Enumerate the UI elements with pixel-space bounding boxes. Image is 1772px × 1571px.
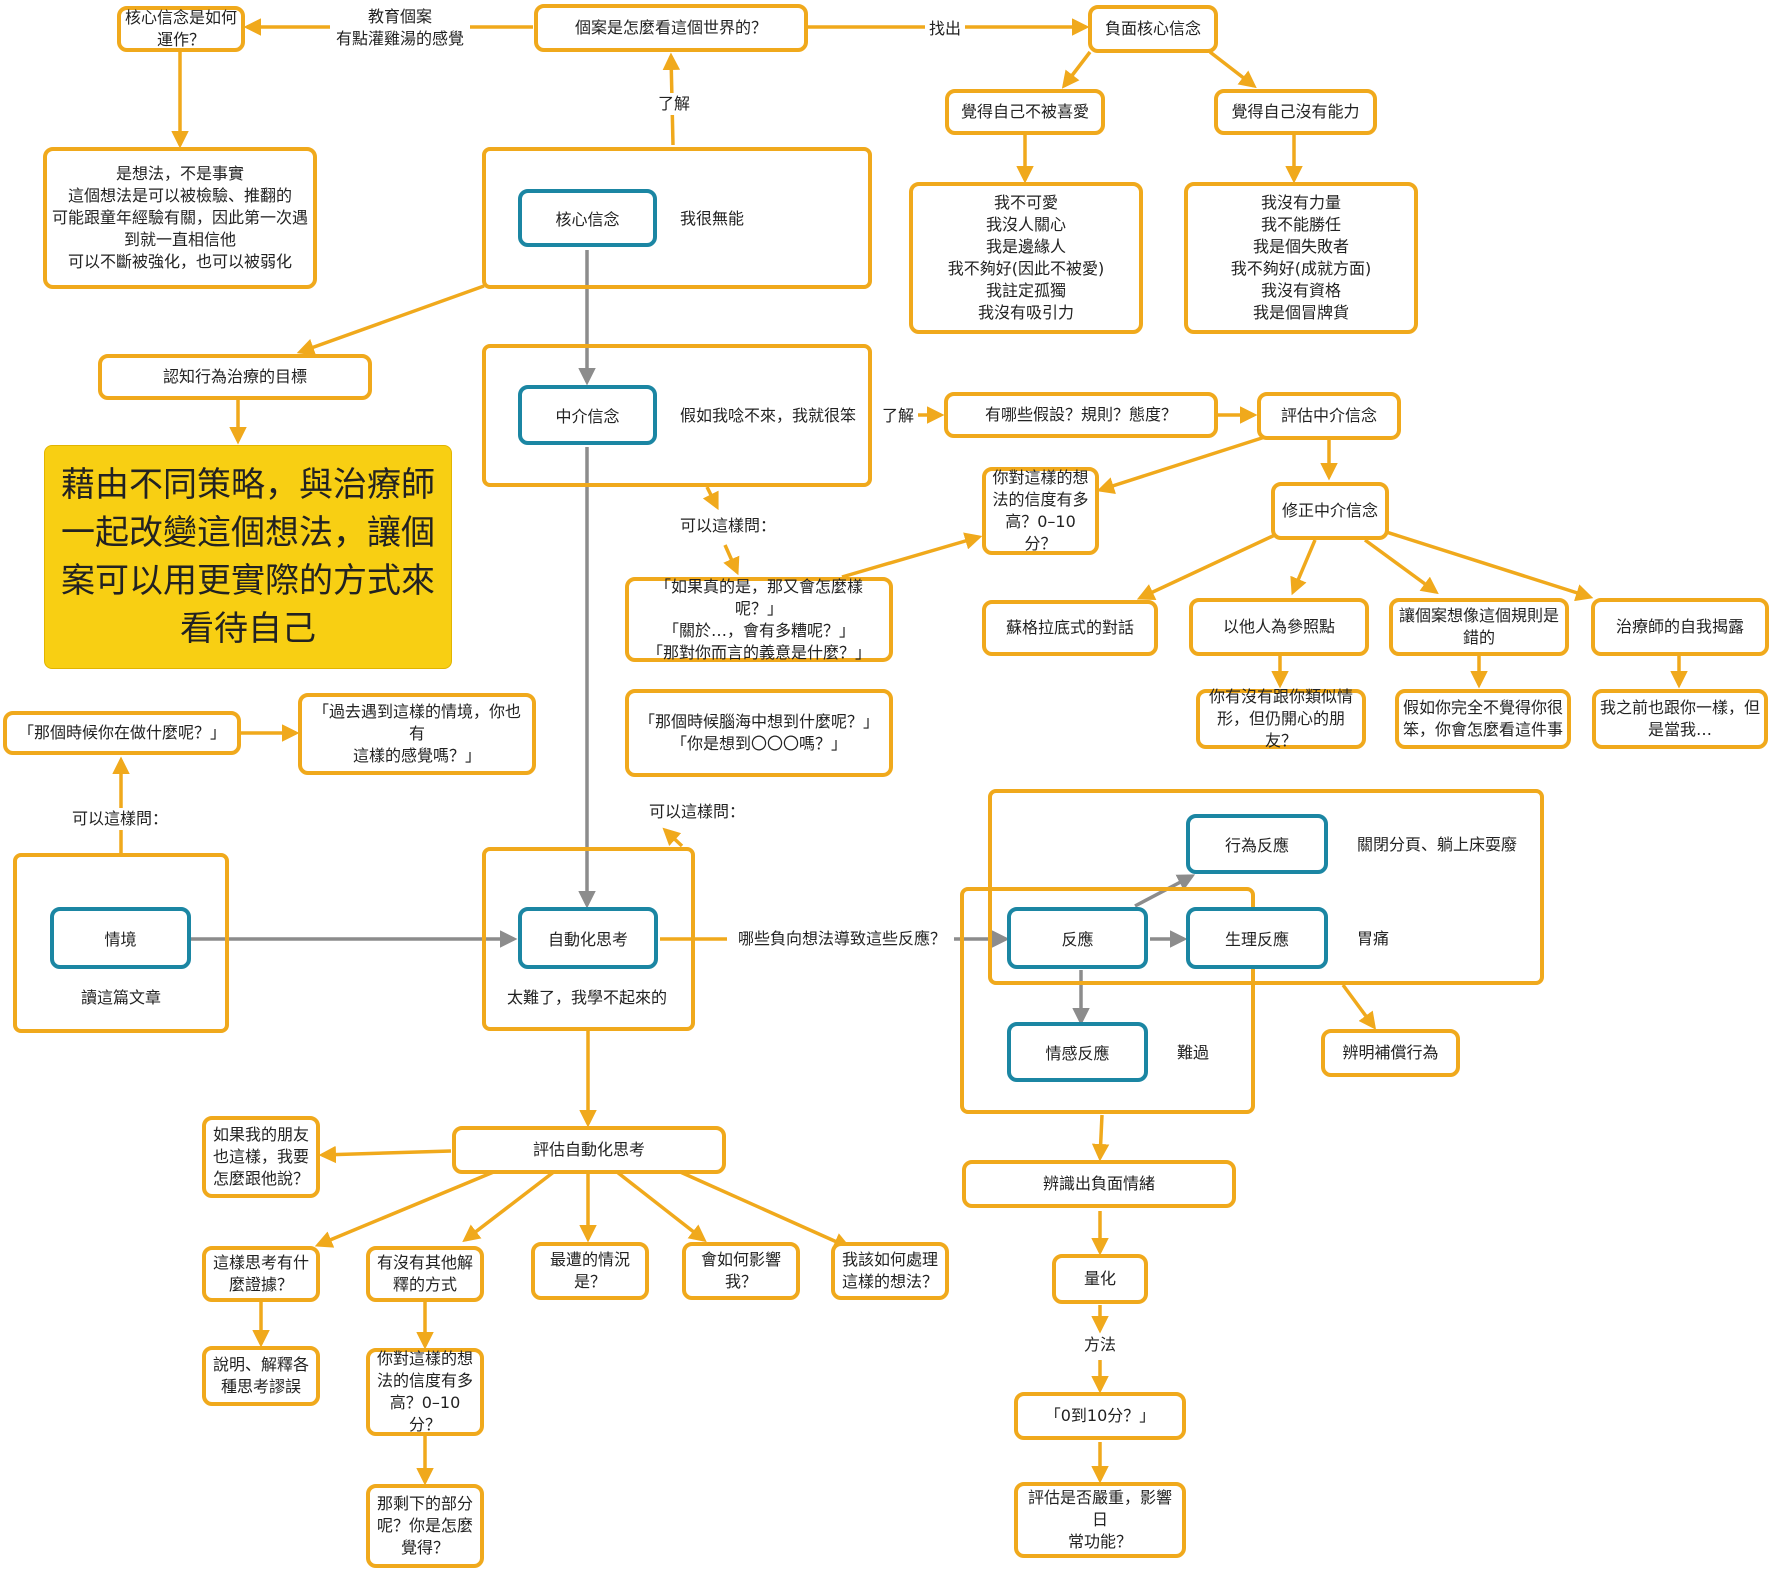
situation-example: 讀這篇文章 [81,988,162,1007]
situation-question-2: 「過去遇到這樣的情境，你也有 這樣的感覺嗎？」 [298,693,536,775]
socratic-dialogue: 蘇格拉底式的對話 [982,600,1158,656]
feel-unlovable: 覺得自己不被喜愛 [945,89,1105,135]
how-core-belief-works: 核心信念是如何 運作？ [117,6,245,52]
edge-reactions-to-identify [1091,1114,1110,1162]
edge-modify-to-others [1290,539,1317,596]
other-explanations: 有沒有其他解 釋的方式 [366,1246,484,1302]
automatic-thought-node: 自動化思考 [518,907,658,969]
intermediate-belief-node: 中介信念 [518,385,657,445]
identify-compensatory-behavior: 辨明補償行為 [1321,1029,1460,1077]
edge-modify-to-disclosure [1379,528,1594,602]
which-negative-thoughts-label: 哪些負向想法導致這些反應？ [730,928,954,950]
behavioral-reaction-node: 行為反應 [1186,814,1328,874]
assumptions-rules-attitudes: 有哪些假設？規則？態度？ [944,392,1218,438]
intermediate-questions: 「如果真的是，那又會怎麼樣呢？」 「關於…，會有多糟呢？」 「那對你而言的義意是… [625,577,893,662]
assess-severity: 評估是否嚴重，影響日 常功能？ [1014,1482,1186,1558]
core-belief-example: 我很無能 [680,209,745,228]
edge-reaction-to-behavior [1134,874,1196,908]
find-label: 找出 [925,18,965,40]
explain-thinking-errors: 說明、解釋各 種思考謬誤 [202,1346,320,1406]
emotional-reaction-node: 情感反應 [1007,1022,1148,1082]
physiological-reaction-node: 生理反應 [1186,907,1328,969]
education-label: 教育個案 有點灌雞湯的感覺 [330,6,470,50]
edge-evaluate-to-credibility [1096,435,1266,495]
core-belief-note: 是想法，不是事實 這個想法是可以被檢驗、推翻的 可能跟童年經驗有關，因此第一次遇… [43,147,317,289]
reaction-node: 反應 [1007,907,1148,969]
friend-perspective: 如果我的朋友 也這樣，我要 怎麼跟他說？ [202,1116,320,1198]
imagine-rule-wrong: 讓個案想像這個規則是 錯的 [1389,598,1569,656]
zero-to-ten-scale: 「0到10分？」 [1014,1392,1186,1440]
core-belief-node: 核心信念 [518,189,657,247]
situation-question-1: 「那個時候你在做什麼呢？」 [3,711,241,755]
edge-evaluate-to-friend [318,1145,452,1164]
feel-incapable: 覺得自己沒有能力 [1214,89,1377,135]
intermediate-belief-example: 假如我唸不來，我就很笨 [680,406,857,425]
reactions-frame [960,887,1255,1114]
modify-intermediate-belief: 修正中介信念 [1271,482,1389,540]
situation-frame [13,853,229,1033]
automatic-thought-questions: 「那個時候腦海中想到什麼呢？」 「你是想到〇〇〇嗎？」 [625,689,893,777]
automatic-thought-example: 太難了，我學不起來的 [507,988,668,1007]
credibility-rating-automatic: 你對這樣的想 法的信度有多 高？0–10分？ [366,1348,484,1436]
self-disclosure-question: 我之前也跟你一樣，但 是當我… [1592,689,1768,749]
cbt-goal-statement: 藉由不同策略，與治療師 一起改變這個想法，讓個 案可以用更實際的方式來 看待自己 [44,445,452,669]
can-ask-intermediate: 可以這樣問： [668,515,788,537]
edge-canask-to-questions [723,544,740,576]
cbt-goal: 認知行為治療的目標 [98,354,372,400]
physiological-reaction-example: 胃痛 [1357,929,1390,948]
evaluate-intermediate-belief: 評估中介信念 [1257,392,1401,440]
incapable-beliefs-list: 我沒有力量 我不能勝任 我是個失敗者 我不夠好(成就方面) 我沒有資格 我是個冒… [1184,182,1418,334]
evaluate-automatic-thought: 評估自動化思考 [452,1126,726,1174]
edge-modify-to-socratic [1136,533,1276,601]
evidence-question: 這樣思考有什 麼證據？ [202,1246,320,1302]
edge-evaluate-to-handle [677,1169,852,1250]
emotional-reaction-example: 難過 [1177,1043,1210,1062]
edge-core-to-goal [296,284,485,356]
negative-core-beliefs: 負面核心信念 [1088,5,1218,53]
edge-auto-canask [662,827,684,848]
others-reference-question: 你有沒有跟你類似情 形，但仍開心的朋友？ [1196,687,1366,750]
identify-negative-emotions: 辨識出負面情緒 [962,1160,1236,1208]
edge-negative-to-incapable [1208,50,1257,89]
edge-evaluate-to-affect [615,1170,707,1243]
remaining-part-question: 那剩下的部分 呢？你是怎麼 覺得？ [366,1484,484,1568]
edge-modify-to-imagine [1363,538,1439,595]
how-client-sees-world: 個案是怎麼看這個世界的？ [534,4,808,52]
edge-reactions-to-compensate [1341,983,1377,1030]
can-ask-situation: 可以這樣問： [60,808,180,830]
credibility-rating-intermediate: 你對這樣的想 法的信度有多 高？0–10分？ [982,467,1099,555]
situation-node: 情境 [50,907,191,969]
understand-label-core: 了解 [654,93,694,115]
therapist-self-disclosure: 治療師的自我揭露 [1591,598,1769,656]
quantify: 量化 [1052,1254,1148,1304]
behavioral-reaction-example: 關閉分頁、躺上床耍廢 [1357,835,1518,854]
imagine-wrong-question: 假如你完全不覺得你很 笨，你會怎麼看這件事 [1395,689,1571,749]
method-label: 方法 [1075,1334,1125,1356]
understand-label-intermediate: 了解 [878,405,918,427]
automatic-thought-frame [482,847,695,1031]
worst-case: 最遭的情況 是？ [531,1242,649,1300]
how-handle-thought: 我該如何處理 這樣的想法？ [831,1242,949,1300]
intermediate-belief-frame [482,344,872,487]
unlovable-beliefs-list: 我不可愛 我沒人關心 我是邊緣人 我不夠好(因此不被愛) 我註定孤獨 我沒有吸引… [909,182,1143,334]
can-ask-automatic: 可以這樣問： [637,801,757,823]
edge-negative-to-unlovable [1061,50,1092,89]
edge-questions-to-credibility [841,532,983,579]
others-as-reference: 以他人為參照點 [1189,598,1369,656]
edge-inter-to-canask [702,486,719,511]
edge-evaluate-to-evidence [314,1169,497,1248]
core-belief-frame [482,147,872,289]
how-affects-me: 會如何影響 我？ [682,1242,800,1300]
edge-evaluate-to-other [462,1169,557,1243]
